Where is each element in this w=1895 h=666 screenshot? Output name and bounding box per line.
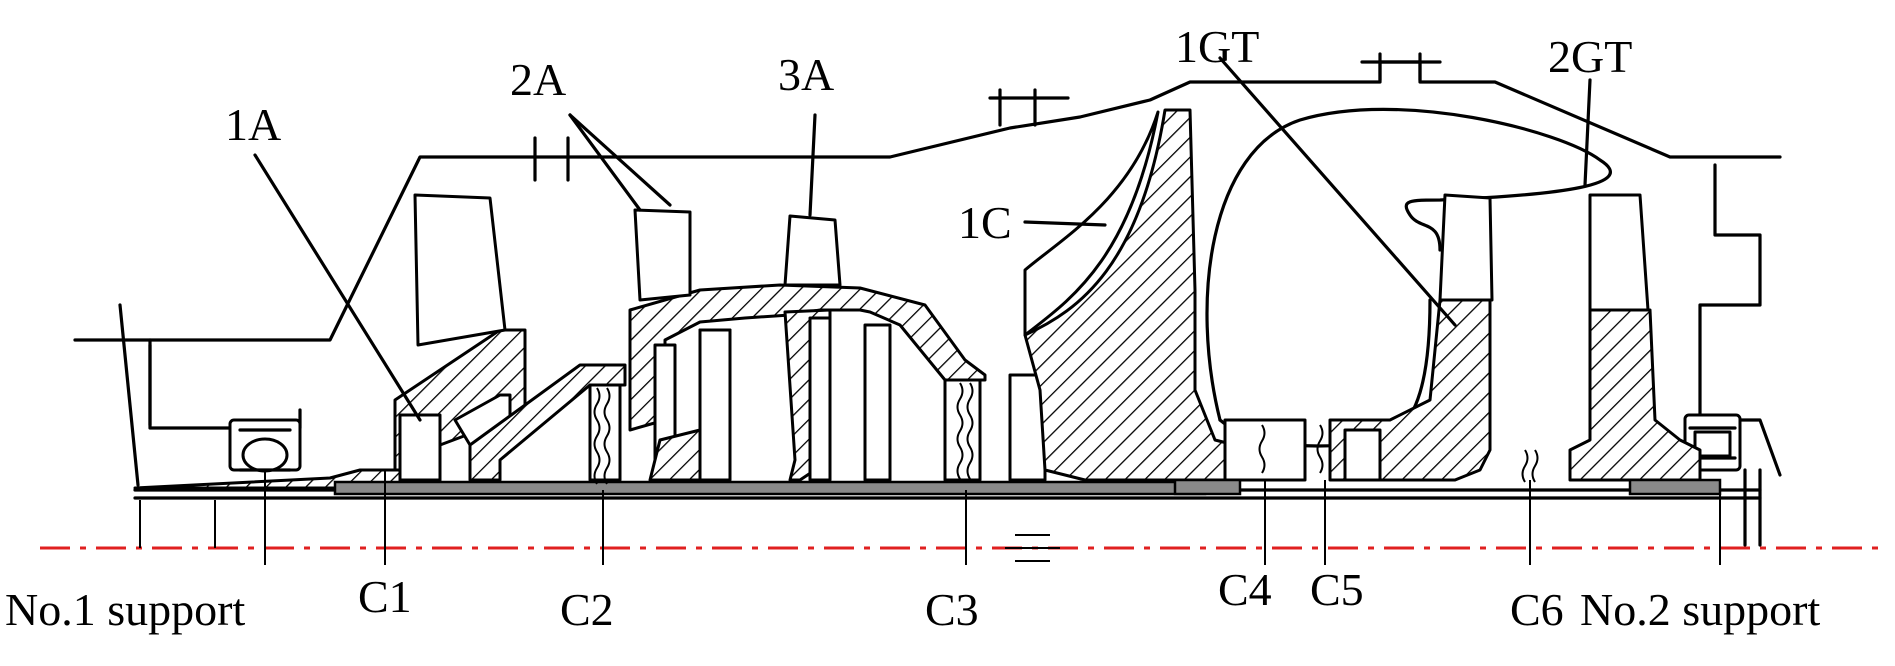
label-3a: 3A [778,49,834,100]
turbine-rotor [1205,107,1702,482]
compressor-rotor [393,283,1047,482]
label-c4: C4 [1218,564,1272,615]
label-c2: C2 [560,584,614,635]
label-1c: 1C [958,197,1012,248]
label-c1: C1 [358,571,412,622]
label-no1-support: No.1 support [5,584,245,635]
centrifugal-impeller [1023,108,1257,482]
no2-support-housing [1683,413,1742,472]
label-2a: 2A [510,54,566,105]
label-2gt: 2GT [1548,31,1632,82]
label-c3: C3 [925,584,979,635]
leader-lines [139,56,1721,565]
compressor-blades [413,193,842,347]
label-no2-support: No.2 support [1580,584,1820,635]
label-c5: C5 [1310,564,1364,615]
label-1a: 1A [225,99,281,150]
label-c6: C6 [1510,584,1564,635]
outer-casing [73,52,1782,477]
no1-support-housing [118,303,302,487]
shaft [133,468,1762,547]
label-1gt: 1GT [1175,21,1259,72]
coupling-bolts [593,382,1539,485]
centerline-symbol [1005,534,1060,562]
